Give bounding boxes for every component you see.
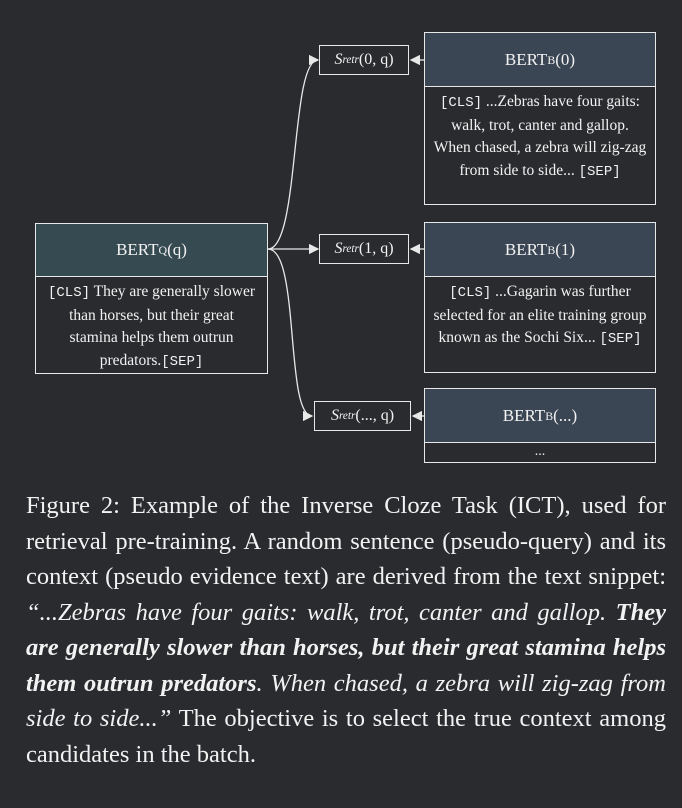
evidence-text-0: [CLS] ...Zebras have four gaits: walk, t…: [433, 93, 647, 180]
arrow-query-to-score-0: [267, 54, 320, 250]
sep-token: [SEP]: [578, 163, 621, 180]
sep-token: [SEP]: [161, 353, 204, 370]
evidence-text-n: ...: [534, 444, 546, 459]
figure-caption: Figure 2: Example of the Inverse Cloze T…: [26, 492, 666, 768]
query-sentence: They are generally slower than horses, b…: [69, 283, 255, 369]
cls-token: [CLS]: [47, 285, 90, 301]
evidence-text-1: [CLS] ...Gagarin was further selected fo…: [433, 283, 647, 347]
sep-token: [SEP]: [599, 331, 642, 347]
connector-arrows: [267, 54, 424, 422]
cls-token: [CLS]: [440, 95, 483, 111]
query-text: [CLS] They are generally slower than hor…: [36, 277, 267, 373]
arrow-query-to-score-n: [267, 248, 314, 422]
cls-token: [CLS]: [449, 285, 492, 301]
